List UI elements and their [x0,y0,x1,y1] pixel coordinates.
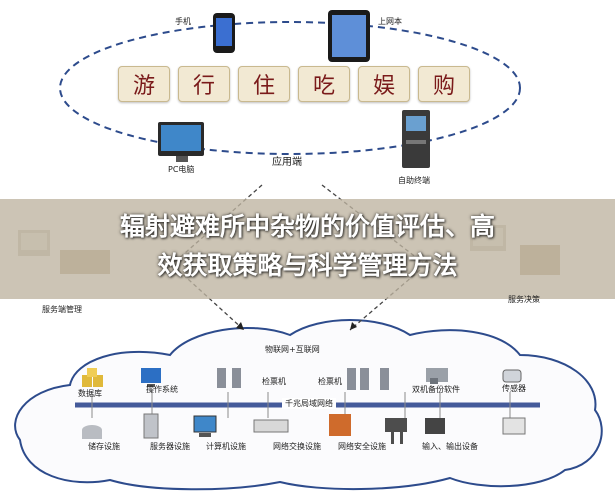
printer-small-icon [502,417,526,435]
os-label: 操作系统 [146,385,178,394]
app-layer-label: 应用端 [272,157,302,168]
server-label: 服务器设施 [150,442,190,451]
service-mgmt-label: 服务端管理 [42,305,82,314]
service-decision-label: 服务决策 [508,295,540,304]
service-char-stay: 住 [238,66,290,102]
ticket2-label: 检票机 [318,377,342,386]
service-char-shop: 购 [418,66,470,102]
top-dashed-ellipse [59,21,521,155]
service-char-eat: 吃 [298,66,350,102]
phone-label: 手机 [175,17,191,26]
kiosk-icon [402,110,430,168]
os-icon [141,368,161,387]
lan-label: 千兆局域网络 [282,398,336,409]
service-char-fun: 娱 [358,66,410,102]
computer-label: 计算机设施 [206,442,246,451]
pc-label: PC电脑 [168,165,195,174]
turnstile2-icon [347,368,389,390]
firewall-icon [329,414,351,436]
sensor-label: 传感器 [502,384,526,393]
computer-icon [193,415,217,437]
turnstile1-icon [217,368,241,388]
pc-monitor-icon [158,122,204,162]
service-char-transport: 行 [178,66,230,102]
cloud-label: 物联网+互联网 [265,345,320,354]
database-label: 数据库 [78,389,102,398]
connector-lines [91,392,511,418]
page-title-line2: 效获取策略与科学管理方法 [157,251,458,280]
service-char-travel: 游 [118,66,170,102]
backup-icon [426,368,448,384]
tablet-label: 上网本 [378,17,402,26]
ticket1-label: 检票机 [262,377,286,386]
network-label: 网络交换设施 [273,442,321,451]
kiosk-label: 自助终端 [398,176,430,185]
phone-icon [213,13,235,53]
page-title-line1: 辐射避难所中杂物的价值评估、高 [119,212,495,241]
sensor-icon [502,369,522,383]
printer-icon [385,418,407,444]
server-icon [143,413,159,439]
backup-label: 双机备份软件 [412,385,460,394]
tablet-icon [328,10,370,62]
database-icon [82,368,103,387]
storage-label: 储存设施 [88,442,120,451]
title-banner [0,199,615,299]
switch-icon [253,419,289,433]
io-device-icon [425,418,445,434]
io-label: 输入、输出设备 [422,442,478,451]
storage-icon [82,425,102,439]
security-label: 网络安全设施 [338,442,386,451]
